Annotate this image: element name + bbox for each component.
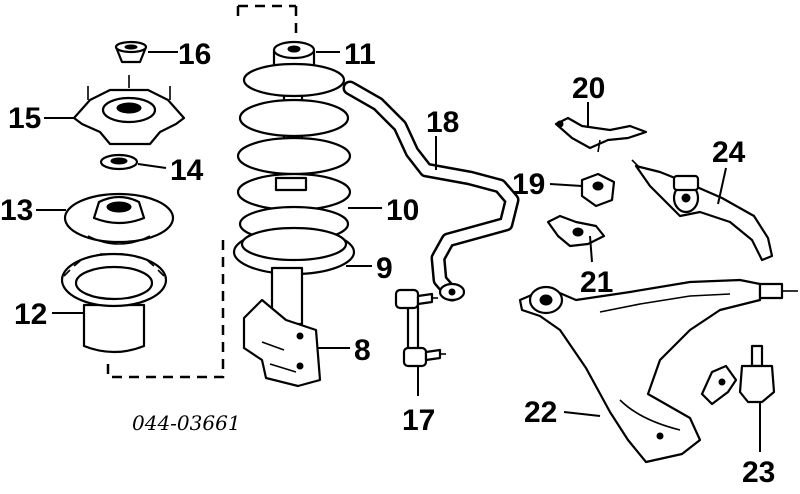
part-13-spring-seat bbox=[63, 192, 175, 245]
part-8-strut-body bbox=[242, 266, 322, 388]
callout-13: 13 bbox=[0, 194, 33, 227]
callout-12: 12 bbox=[14, 298, 47, 331]
callout-16: 16 bbox=[178, 38, 211, 71]
callout-18: 18 bbox=[426, 106, 459, 139]
part-15-upper-mount bbox=[72, 75, 186, 146]
callout-14: 14 bbox=[170, 154, 204, 187]
callout-8: 8 bbox=[354, 334, 371, 367]
part-22-lower-arm bbox=[518, 278, 798, 464]
leader-lines bbox=[36, 51, 761, 452]
callout-19: 19 bbox=[512, 168, 545, 201]
part-12-dust-boot bbox=[60, 252, 168, 354]
part-10-coil-spring bbox=[236, 62, 352, 243]
part-21-bushing-clamp bbox=[546, 214, 606, 248]
part-20-bracket bbox=[554, 116, 648, 153]
callout-23: 23 bbox=[742, 456, 775, 489]
part-17-stabilizer-link bbox=[394, 288, 446, 368]
callout-15: 15 bbox=[8, 102, 41, 135]
callout-20: 20 bbox=[572, 72, 605, 105]
part-14-washer bbox=[99, 153, 139, 171]
part-16-bump-stop bbox=[114, 40, 148, 64]
callout-21: 21 bbox=[580, 266, 613, 299]
strut-assembly-boundary bbox=[106, 4, 298, 379]
part-9-lower-seat bbox=[232, 226, 356, 276]
part-18-stabilizer-bar bbox=[342, 80, 520, 302]
callout-11: 11 bbox=[344, 38, 376, 71]
drawing-code: 044-03661 bbox=[132, 411, 241, 435]
callout-22: 22 bbox=[524, 396, 557, 429]
part-23-ball-joint bbox=[700, 344, 776, 406]
part-24-upper-arm bbox=[631, 159, 774, 262]
callout-24: 24 bbox=[712, 136, 746, 169]
callout-17: 17 bbox=[402, 404, 435, 437]
callout-9: 9 bbox=[376, 252, 393, 285]
callout-10: 10 bbox=[386, 194, 419, 227]
part-19-bushing bbox=[580, 172, 616, 208]
